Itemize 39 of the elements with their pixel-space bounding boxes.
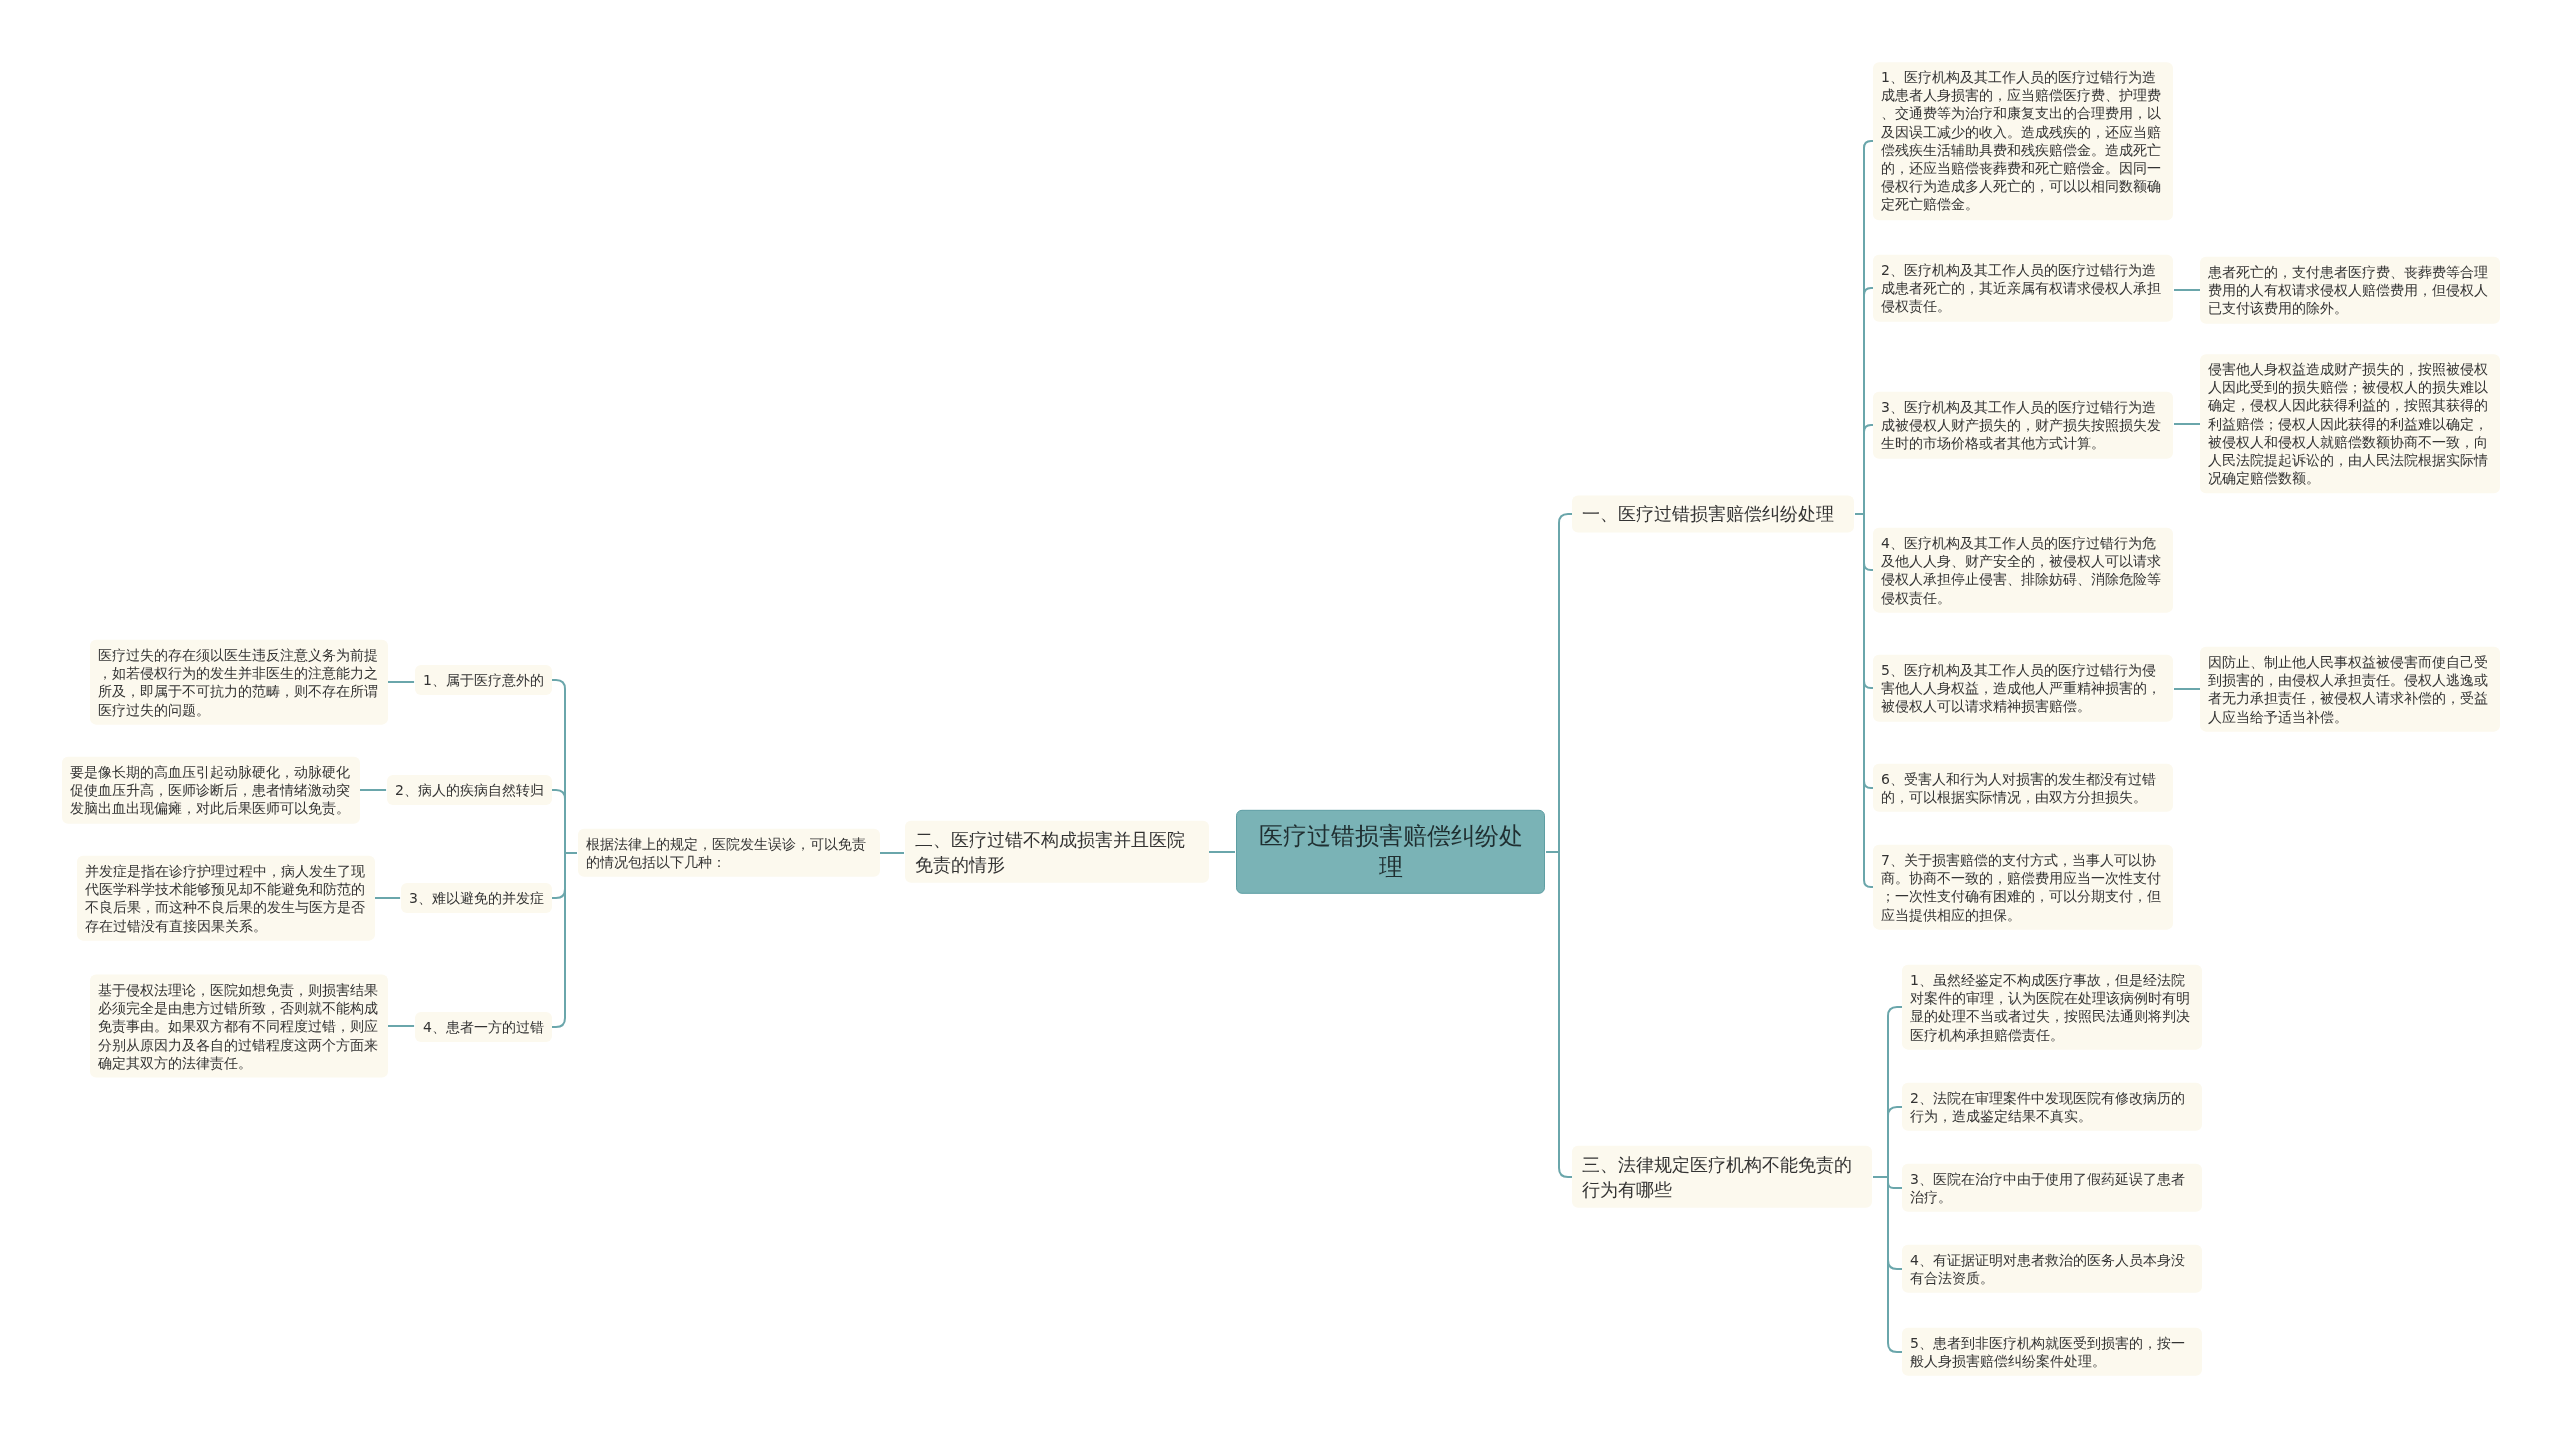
branch-topic: 二、医疗过错不构成损害并且医院免责的情形 [905, 820, 1209, 884]
detail-note: 医疗过失的存在须以医生违反注意义务为前提，如若侵权行为的发生并非医生的注意能力之所及，即属于不可抗力的范畴，则不存在所谓医疗过失的问题。 [90, 639, 388, 725]
subtopic-label: 2、病人的疾病自然转归 [387, 774, 552, 806]
connector [1208, 851, 1236, 853]
branch-topic: 一、医疗过错损害赔偿纠纷处理 [1572, 495, 1854, 533]
subtopic-box: 5、医疗机构及其工作人员的医疗过错行为侵害他人人身权益，造成他人严重精神损害的，被侵权人可以请求精神损害赔偿。 [1873, 654, 2173, 722]
subtopic-box: 2、医疗机构及其工作人员的医疗过错行为造成患者死亡的，其近亲属有权请求侵权人承担侵权责任。 [1873, 254, 2173, 322]
connector [2173, 289, 2201, 291]
connector [374, 897, 402, 899]
connector [2173, 688, 2201, 690]
subtopic-box: 7、关于损害赔偿的支付方式，当事人可以协商。协商不一致的，赔偿费用应当一次性支付；一次性支付确有困难的，可以分期支付，但应当提供相应的担保。 [1873, 844, 2173, 930]
branch-topic: 三、法律规定医疗机构不能免责的行为有哪些 [1572, 1145, 1872, 1209]
subtopic-box: 3、医疗机构及其工作人员的医疗过错行为造成被侵权人财产损失的，财产损失按照损失发生时的市场价格或者其他方式计算。 [1873, 391, 2173, 459]
subtopic-label: 1、属于医疗意外的 [415, 664, 552, 696]
intro-note: 根据法律上的规定，医院发生误诊，可以免责的情况包括以下几种： [578, 828, 880, 878]
subtopic-box: 2、法院在审理案件中发现医院有修改病历的行为，造成鉴定结果不真实。 [1902, 1082, 2202, 1132]
connector [359, 789, 388, 791]
detail-note: 因防止、制止他人民事权益被侵害而使自己受到损害的，由侵权人承担责任。侵权人逃逸或者无力承担责任，被侵权人请求补偿的，受益人应当给予适当补偿。 [2200, 646, 2500, 732]
connector [387, 1025, 416, 1027]
subtopic-label: 4、患者一方的过错 [415, 1011, 552, 1043]
connector [2173, 423, 2201, 425]
detail-note: 患者死亡的，支付患者医疗费、丧葬费等合理费用的人有权请求侵权人赔偿费用，但侵权人已支付该费用的除外。 [2200, 256, 2500, 324]
connector [1545, 851, 1573, 1178]
connector [551, 852, 578, 1028]
subtopic-label: 3、难以避免的并发症 [401, 882, 552, 914]
subtopic-box: 6、受害人和行为人对损害的发生都没有过错的，可以根据实际情况，由双方分担损失。 [1873, 763, 2173, 813]
subtopic-box: 3、医院在治疗中由于使用了假药延误了患者治疗。 [1902, 1163, 2202, 1213]
detail-note: 并发症是指在诊疗护理过程中，病人发生了现代医学科学技术能够预见却不能避免和防范的不良后果，而这种不良后果的发生与医方是否存在过错没有直接因果关系。 [77, 855, 375, 941]
connector [879, 852, 905, 854]
detail-note: 侵害他人身权益造成财产损失的，按照被侵权人因此受到的损失赔偿；被侵权人的损失难以确定，侵权人因此获得利益的，按照其获得的利益赔偿；侵权人因此获得的利益难以确定，被侵权人和侵权人就赔偿数额协商不一致，向人民法院提起诉讼的，由人民法院根据实际情况确定赔偿数额。 [2200, 354, 2500, 494]
detail-note: 要是像长期的高血压引起动脉硬化，动脉硬化促使血压升高，医师诊断后，患者情绪激动突发脑出血出现偏瘫，对此后果医师可以免责。 [62, 756, 360, 824]
subtopic-box: 1、医疗机构及其工作人员的医疗过错行为造成患者人身损害的，应当赔偿医疗费、护理费、交通费等为治疗和康复支出的合理费用，以及因误工减少的收入。造成残疾的，还应当赔偿残疾生活辅助具费和残疾赔偿金。造成死亡的，还应当赔偿丧葬费和死亡赔偿金。因同一侵权行为造成多人死亡的，可以以相同数额确定死亡赔偿金。 [1873, 62, 2173, 220]
connector [387, 681, 416, 683]
subtopic-box: 1、虽然经鉴定不构成医疗事故，但是经法院对案件的审理，认为医院在处理该病例时有明显的处理不当或者过失，按照民法通则将判决医疗机构承担赔偿责任。 [1902, 964, 2202, 1050]
subtopic-box: 4、有证据证明对患者救治的医务人员本身没有合法资质。 [1902, 1244, 2202, 1294]
subtopic-box: 5、患者到非医疗机构就医受到损害的，按一般人身损害赔偿纠纷案件处理。 [1902, 1327, 2202, 1377]
detail-note: 基于侵权法理论，医院如想免责，则损害结果必须完全是由患方过错所致，否则就不能构成免责事由。如果双方都有不同程度过错，则应分别从原因力及各自的过错程度这两个方面来确定其双方的法律责任。 [90, 974, 388, 1078]
central-topic: 医疗过错损害赔偿纠纷处理 [1236, 809, 1545, 895]
subtopic-box: 4、医疗机构及其工作人员的医疗过错行为危及他人人身、财产安全的，被侵权人可以请求侵权人承担停止侵害、排除妨碍、消除危险等侵权责任。 [1873, 527, 2173, 613]
